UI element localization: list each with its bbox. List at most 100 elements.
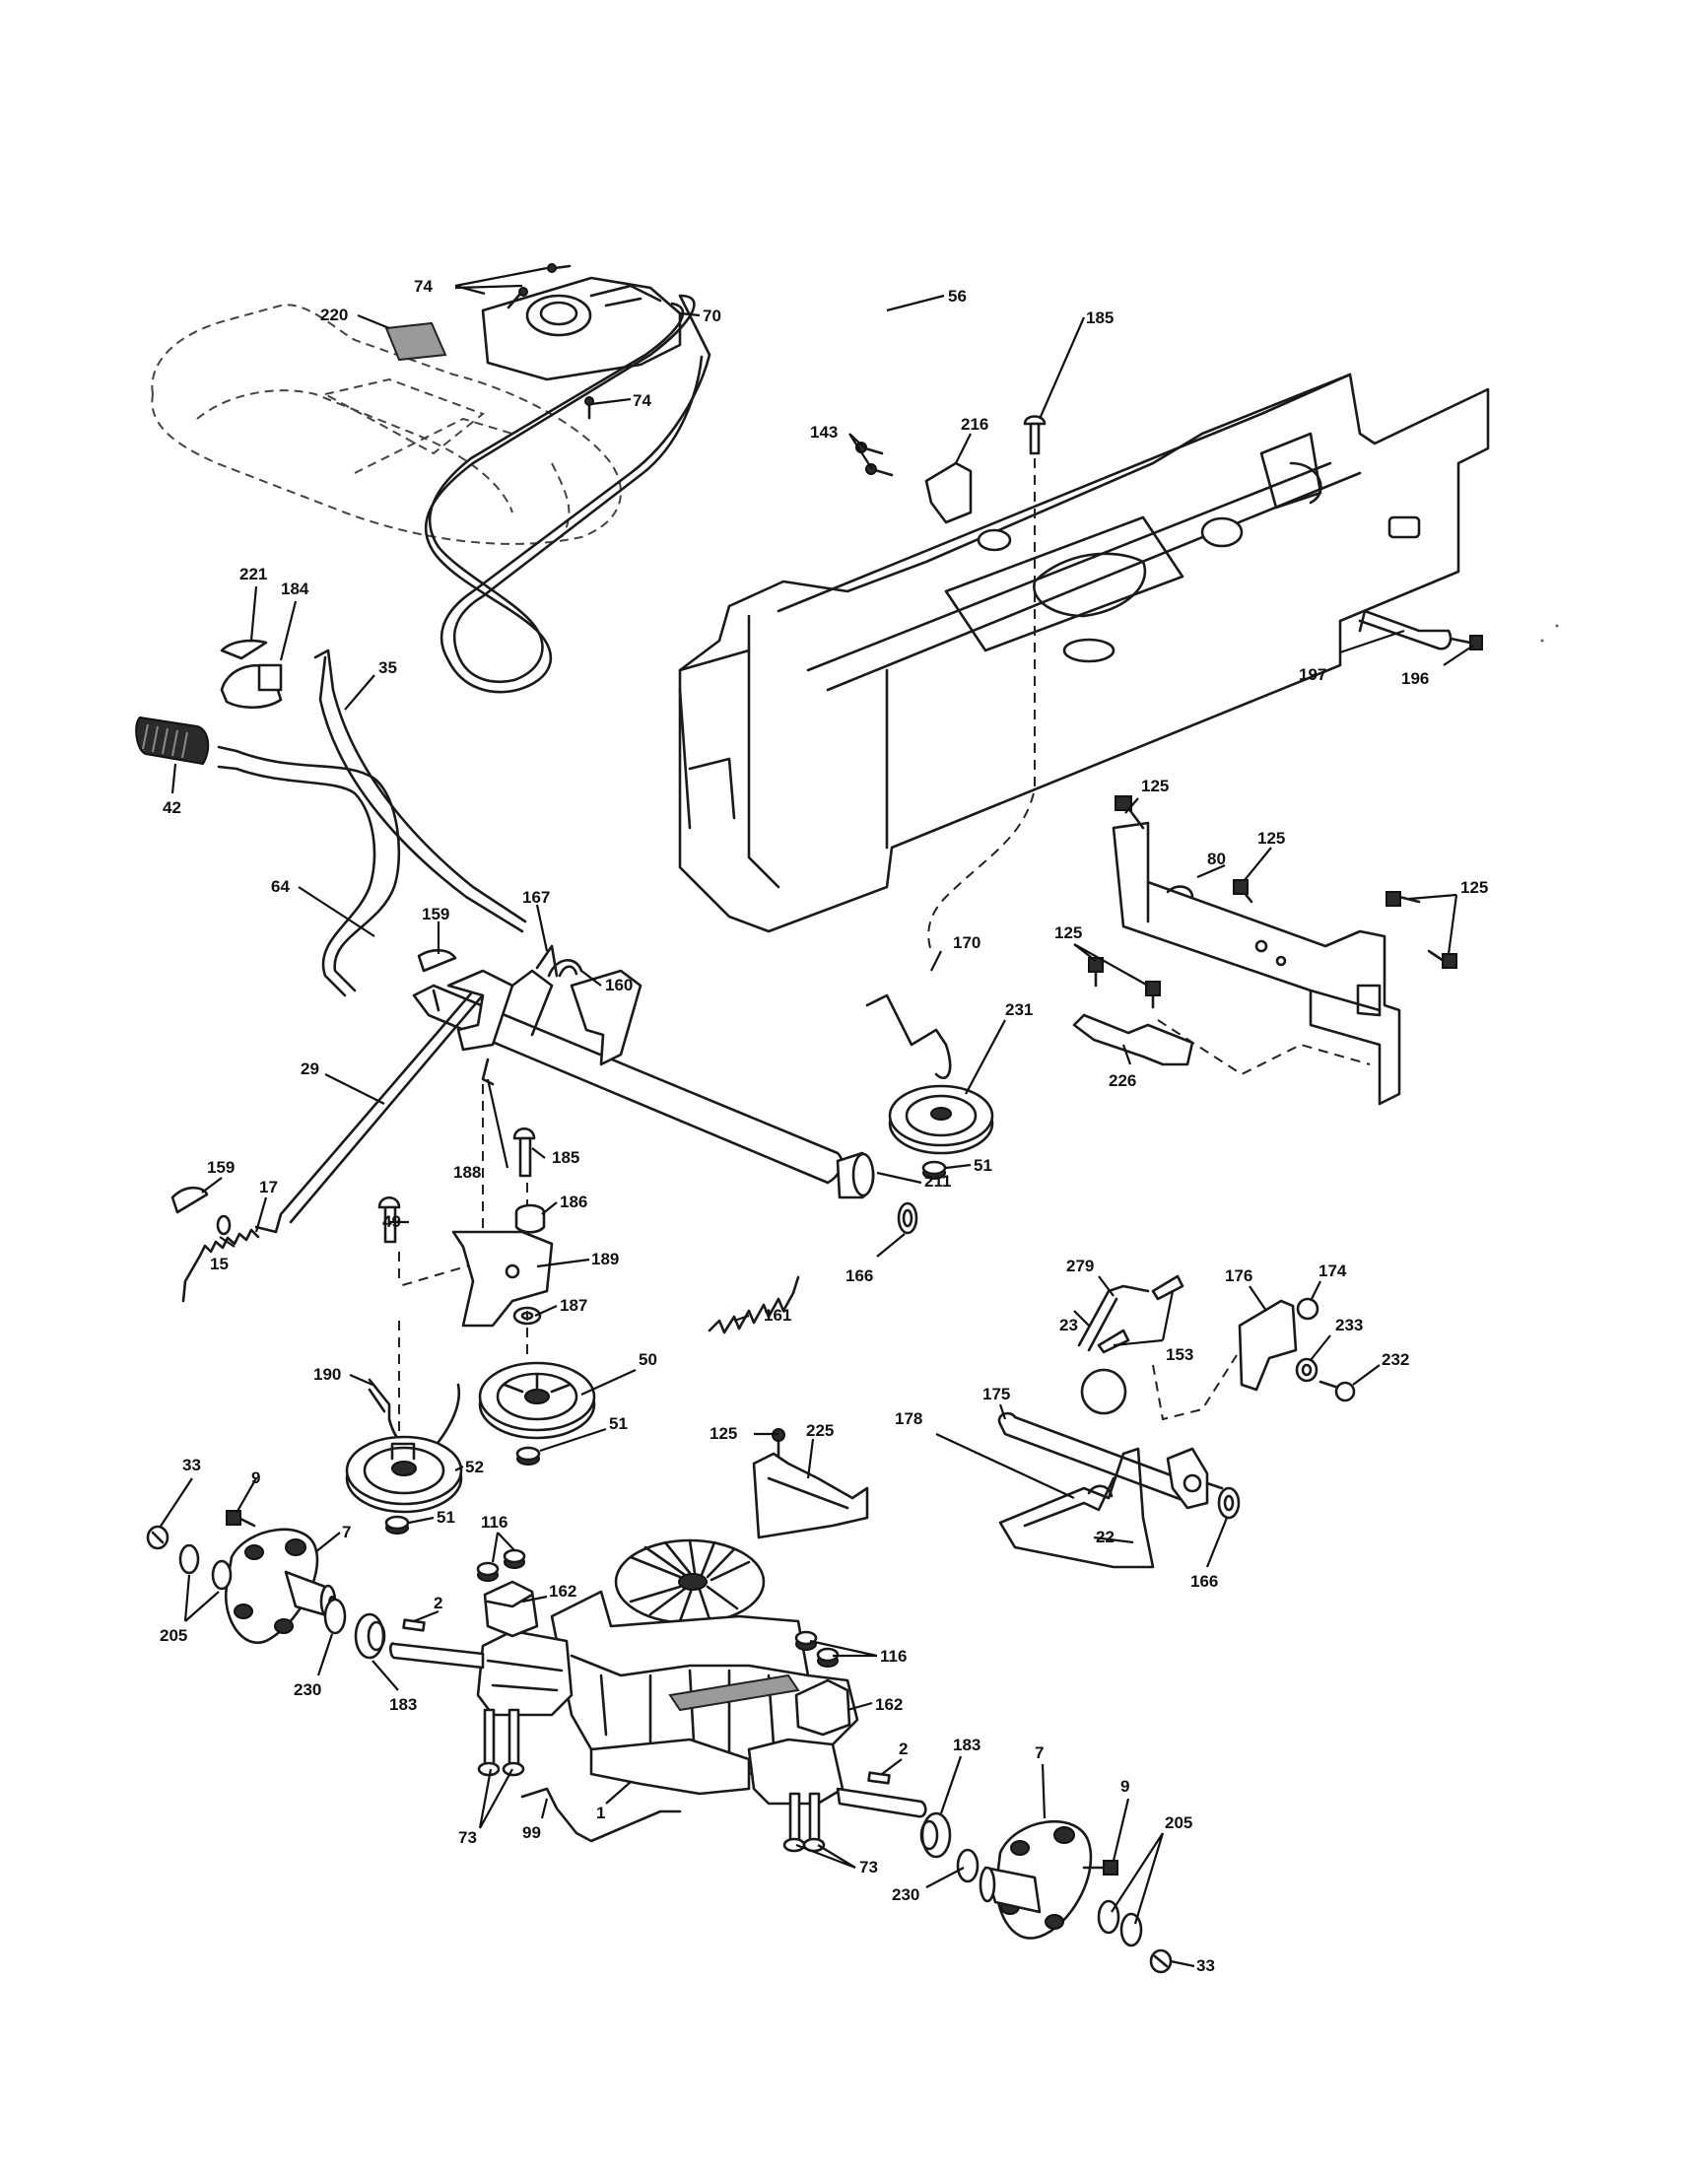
callout-labels: 74 220 70 56 74 185 143 216 221 184 35 4… <box>160 277 1488 1975</box>
callout-17: 17 <box>259 1178 278 1196</box>
callout-153: 153 <box>1166 1345 1193 1364</box>
callout-56: 56 <box>948 287 967 306</box>
callout-160: 160 <box>605 976 633 994</box>
callout-189: 189 <box>591 1250 619 1268</box>
hood-outline <box>151 304 622 545</box>
callout-42: 42 <box>163 798 181 817</box>
callout-7: 7 <box>342 1523 351 1541</box>
callout-15: 15 <box>210 1255 229 1273</box>
scan-speck <box>1555 624 1559 628</box>
callout-49: 49 <box>382 1212 401 1231</box>
washer-205a <box>178 1543 233 1591</box>
callout-33: 33 <box>182 1456 201 1474</box>
callout-50: 50 <box>639 1350 657 1369</box>
callout-184: 184 <box>281 580 309 598</box>
callout-279: 279 <box>1066 1257 1094 1275</box>
scan-speck <box>1540 639 1544 643</box>
bracket-176 <box>1238 1299 1298 1392</box>
callout-51: 51 <box>609 1414 628 1433</box>
callout-2: 2 <box>899 1740 908 1758</box>
callout-52: 52 <box>465 1458 484 1476</box>
callout-232: 232 <box>1382 1350 1409 1369</box>
callout-161: 161 <box>764 1306 791 1325</box>
nut-116b <box>794 1630 840 1668</box>
callout-166: 166 <box>1190 1572 1218 1591</box>
callout-33: 33 <box>1196 1956 1215 1975</box>
washer-174 <box>1296 1297 1319 1321</box>
cotter-159 <box>417 948 457 973</box>
washer-15 <box>216 1214 232 1236</box>
idler-bracket-189 <box>451 1230 554 1328</box>
bolt-49 <box>377 1195 401 1244</box>
rod-197 <box>1358 609 1453 650</box>
callout-70: 70 <box>703 307 721 325</box>
lever-rod-35 <box>313 648 527 923</box>
callout-186: 186 <box>560 1193 587 1211</box>
callout-116: 116 <box>481 1513 507 1532</box>
pulley-50 <box>478 1361 596 1440</box>
pedal-grip-42 <box>135 716 210 766</box>
callout-9: 9 <box>1120 1777 1129 1796</box>
leader-lines <box>159 266 1474 1968</box>
screw-74 <box>507 263 594 420</box>
callout-73: 73 <box>458 1828 477 1847</box>
callout-23: 23 <box>1059 1316 1078 1334</box>
clip-33a <box>146 1525 169 1550</box>
bolt-125d <box>1088 957 1161 1009</box>
drive-belt <box>424 294 711 694</box>
callout-166: 166 <box>845 1266 873 1285</box>
callout-51: 51 <box>974 1156 992 1175</box>
spring-17 <box>181 1228 260 1303</box>
callout-143: 143 <box>810 423 838 442</box>
bolt-196 <box>1449 635 1483 650</box>
callout-167: 167 <box>522 888 550 907</box>
callout-51: 51 <box>437 1508 455 1527</box>
callout-225: 225 <box>806 1421 834 1440</box>
bracket-216 <box>924 461 973 524</box>
callout-7: 7 <box>1035 1743 1044 1762</box>
rod-279 <box>1077 1284 1150 1347</box>
pulley-52 <box>345 1435 463 1514</box>
bolt-185-mid <box>512 1126 536 1178</box>
ball-23 <box>1080 1368 1127 1415</box>
callout-9: 9 <box>251 1468 260 1487</box>
callout-226: 226 <box>1109 1071 1136 1090</box>
callout-183: 183 <box>953 1736 980 1754</box>
bolt-125b <box>1233 879 1253 904</box>
rod-99 <box>520 1787 682 1843</box>
nut-116a <box>476 1548 526 1582</box>
callout-35: 35 <box>378 658 397 677</box>
name-plate <box>384 321 447 362</box>
callout-1: 1 <box>596 1804 605 1822</box>
callout-116: 116 <box>880 1647 907 1666</box>
callout-216: 216 <box>961 415 988 434</box>
bolt-125a <box>1115 795 1145 830</box>
bolt-185-top <box>1023 415 1047 455</box>
bolt-73a <box>477 1708 525 1777</box>
callout-2: 2 <box>434 1594 442 1612</box>
pin-160 <box>547 959 583 978</box>
bushing-186 <box>514 1203 546 1234</box>
callout-29: 29 <box>301 1059 319 1078</box>
callout-205: 205 <box>1165 1813 1192 1832</box>
bracket-80 <box>1112 821 1401 1106</box>
callout-185: 185 <box>1086 308 1114 327</box>
callout-80: 80 <box>1207 850 1226 868</box>
callout-205: 205 <box>160 1626 187 1645</box>
hub-7a <box>224 1528 337 1644</box>
dash-panel <box>481 276 682 381</box>
callout-233: 233 <box>1335 1316 1363 1334</box>
spring-161 <box>708 1275 800 1334</box>
callout-74: 74 <box>414 277 433 296</box>
washer-166b <box>1217 1486 1241 1520</box>
bolt-125c <box>1386 891 1457 969</box>
callout-220: 220 <box>320 306 348 324</box>
callout-174: 174 <box>1318 1262 1347 1280</box>
transaxle-1 <box>388 1538 927 1818</box>
nut-51c <box>384 1515 410 1535</box>
callout-125: 125 <box>1054 923 1082 942</box>
bolt-9a <box>226 1510 256 1528</box>
rod-29 <box>254 991 473 1234</box>
callout-22: 22 <box>1096 1528 1115 1546</box>
